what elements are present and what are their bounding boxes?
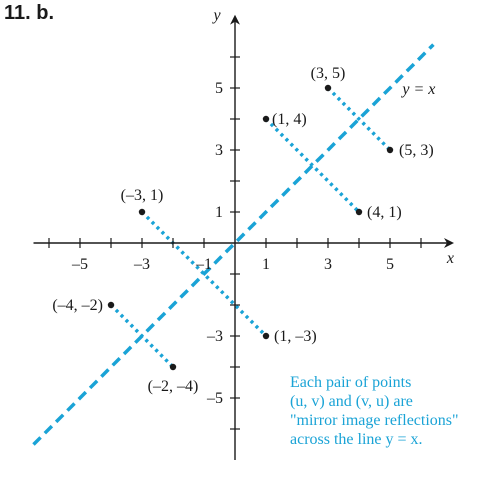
x-axis-label: x [446,250,454,267]
pair-connector [326,86,392,152]
data-point [169,363,177,371]
x-tick-label: 3 [324,256,332,273]
data-point [262,332,270,340]
y-tick-label: 3 [215,142,223,159]
x-tick-label: 5 [386,256,394,273]
pair-connector [264,117,361,214]
x-tick-label: –5 [71,256,88,273]
reflection-line-label: y = x [400,81,435,98]
pair-connectors-layer [109,86,392,369]
annotation-line: across the line y = x. [290,431,423,448]
y-tick-label: 1 [215,204,223,221]
annotation-line: Each pair of points [290,374,412,391]
point-label: (3, 5) [311,65,346,82]
point-label: (1, –3) [274,328,317,345]
data-point [386,146,394,154]
y-tick-label: –5 [206,390,223,407]
pair-connector [140,210,268,338]
point-label: (1, 4) [272,111,307,128]
pair-connector [109,303,175,369]
point-label: (5, 3) [399,142,434,159]
data-point [355,208,363,216]
x-tick-label: –3 [133,256,150,273]
x-tick-label: 1 [262,256,270,273]
x-tick-label: –1 [195,256,212,273]
problem-label: 11. b. [4,2,55,24]
data-point [262,115,270,123]
points-layer: (3, 5) (5, 3) (1, 4) (4, 1) (–3, 1) (1, –3) (–… [52,65,433,395]
annotation-line: (u, v) and (v, u) are [290,393,413,410]
data-point [138,208,146,216]
point-label: (–2, –4) [148,378,199,395]
annotation-line: "mirror image reflections" [290,412,459,429]
reflection-line [32,43,435,446]
y-tick-label: –3 [206,328,223,345]
data-point [324,84,332,92]
axes-layer: –5 –3 –1 1 3 5 5 3 1 –3 –5 x y [33,7,454,460]
data-point [107,301,115,309]
y-axis-label: y [211,7,221,24]
point-label: (4, 1) [367,204,402,221]
y-tick-label: 5 [215,80,223,97]
point-label: (–4, –2) [52,297,103,314]
point-label: (–3, 1) [121,187,164,204]
annotation-note: Each pair of points (u, v) and (v, u) ar… [290,373,490,449]
reflection-line-layer: y = x [32,43,435,446]
